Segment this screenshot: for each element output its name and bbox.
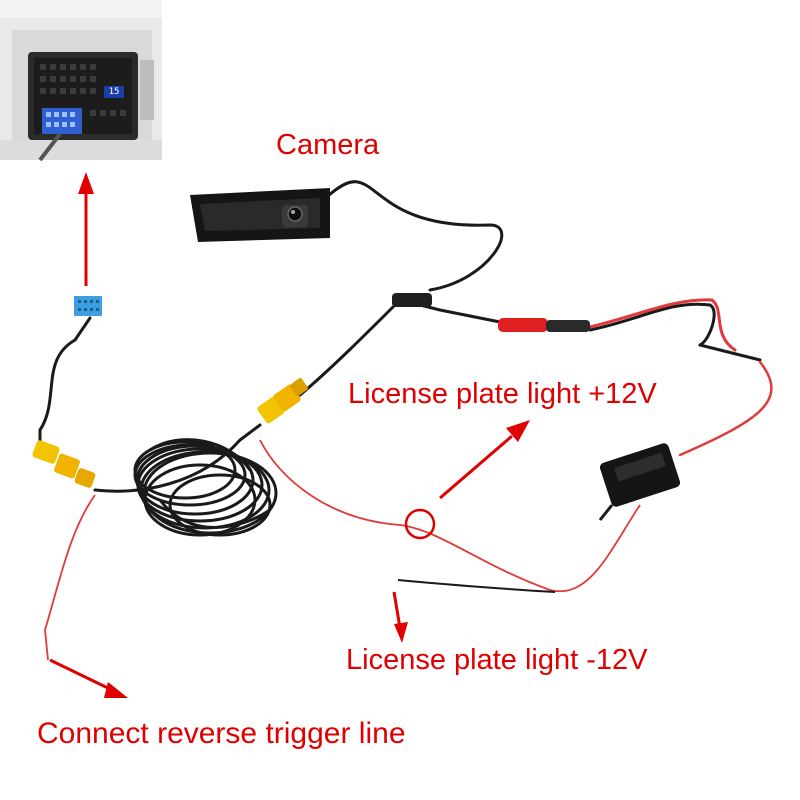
inline-connector <box>392 293 432 307</box>
minus-wire <box>397 579 556 593</box>
blue-plug <box>42 108 82 134</box>
cable-coil <box>133 438 278 537</box>
arrow-down-icon <box>394 622 408 643</box>
arrow-up-right-icon <box>506 420 530 442</box>
rca-connector-left <box>32 440 96 488</box>
connector-screen-text: 15 <box>104 86 124 98</box>
blue-connector <box>74 296 102 316</box>
red-plug <box>498 318 548 332</box>
camera-unit <box>190 188 330 242</box>
power-wires <box>588 298 773 457</box>
filter-box <box>598 443 681 521</box>
label-license-plate-minus: License plate light -12V <box>346 644 648 676</box>
head-unit-connector-photo <box>0 0 162 162</box>
arrow-up-icon <box>78 172 94 194</box>
label-camera: Camera <box>276 129 380 161</box>
black-plug <box>546 320 590 332</box>
rca-connector-right <box>257 378 308 424</box>
arrow-down-right-icon <box>104 682 128 698</box>
red-thin-wires <box>44 439 641 661</box>
highlight-circle-icon <box>404 508 436 540</box>
annotation-arrows <box>49 172 530 698</box>
label-license-plate-plus: License plate light +12V <box>348 378 657 410</box>
label-reverse-trigger: Connect reverse trigger line <box>37 717 406 750</box>
